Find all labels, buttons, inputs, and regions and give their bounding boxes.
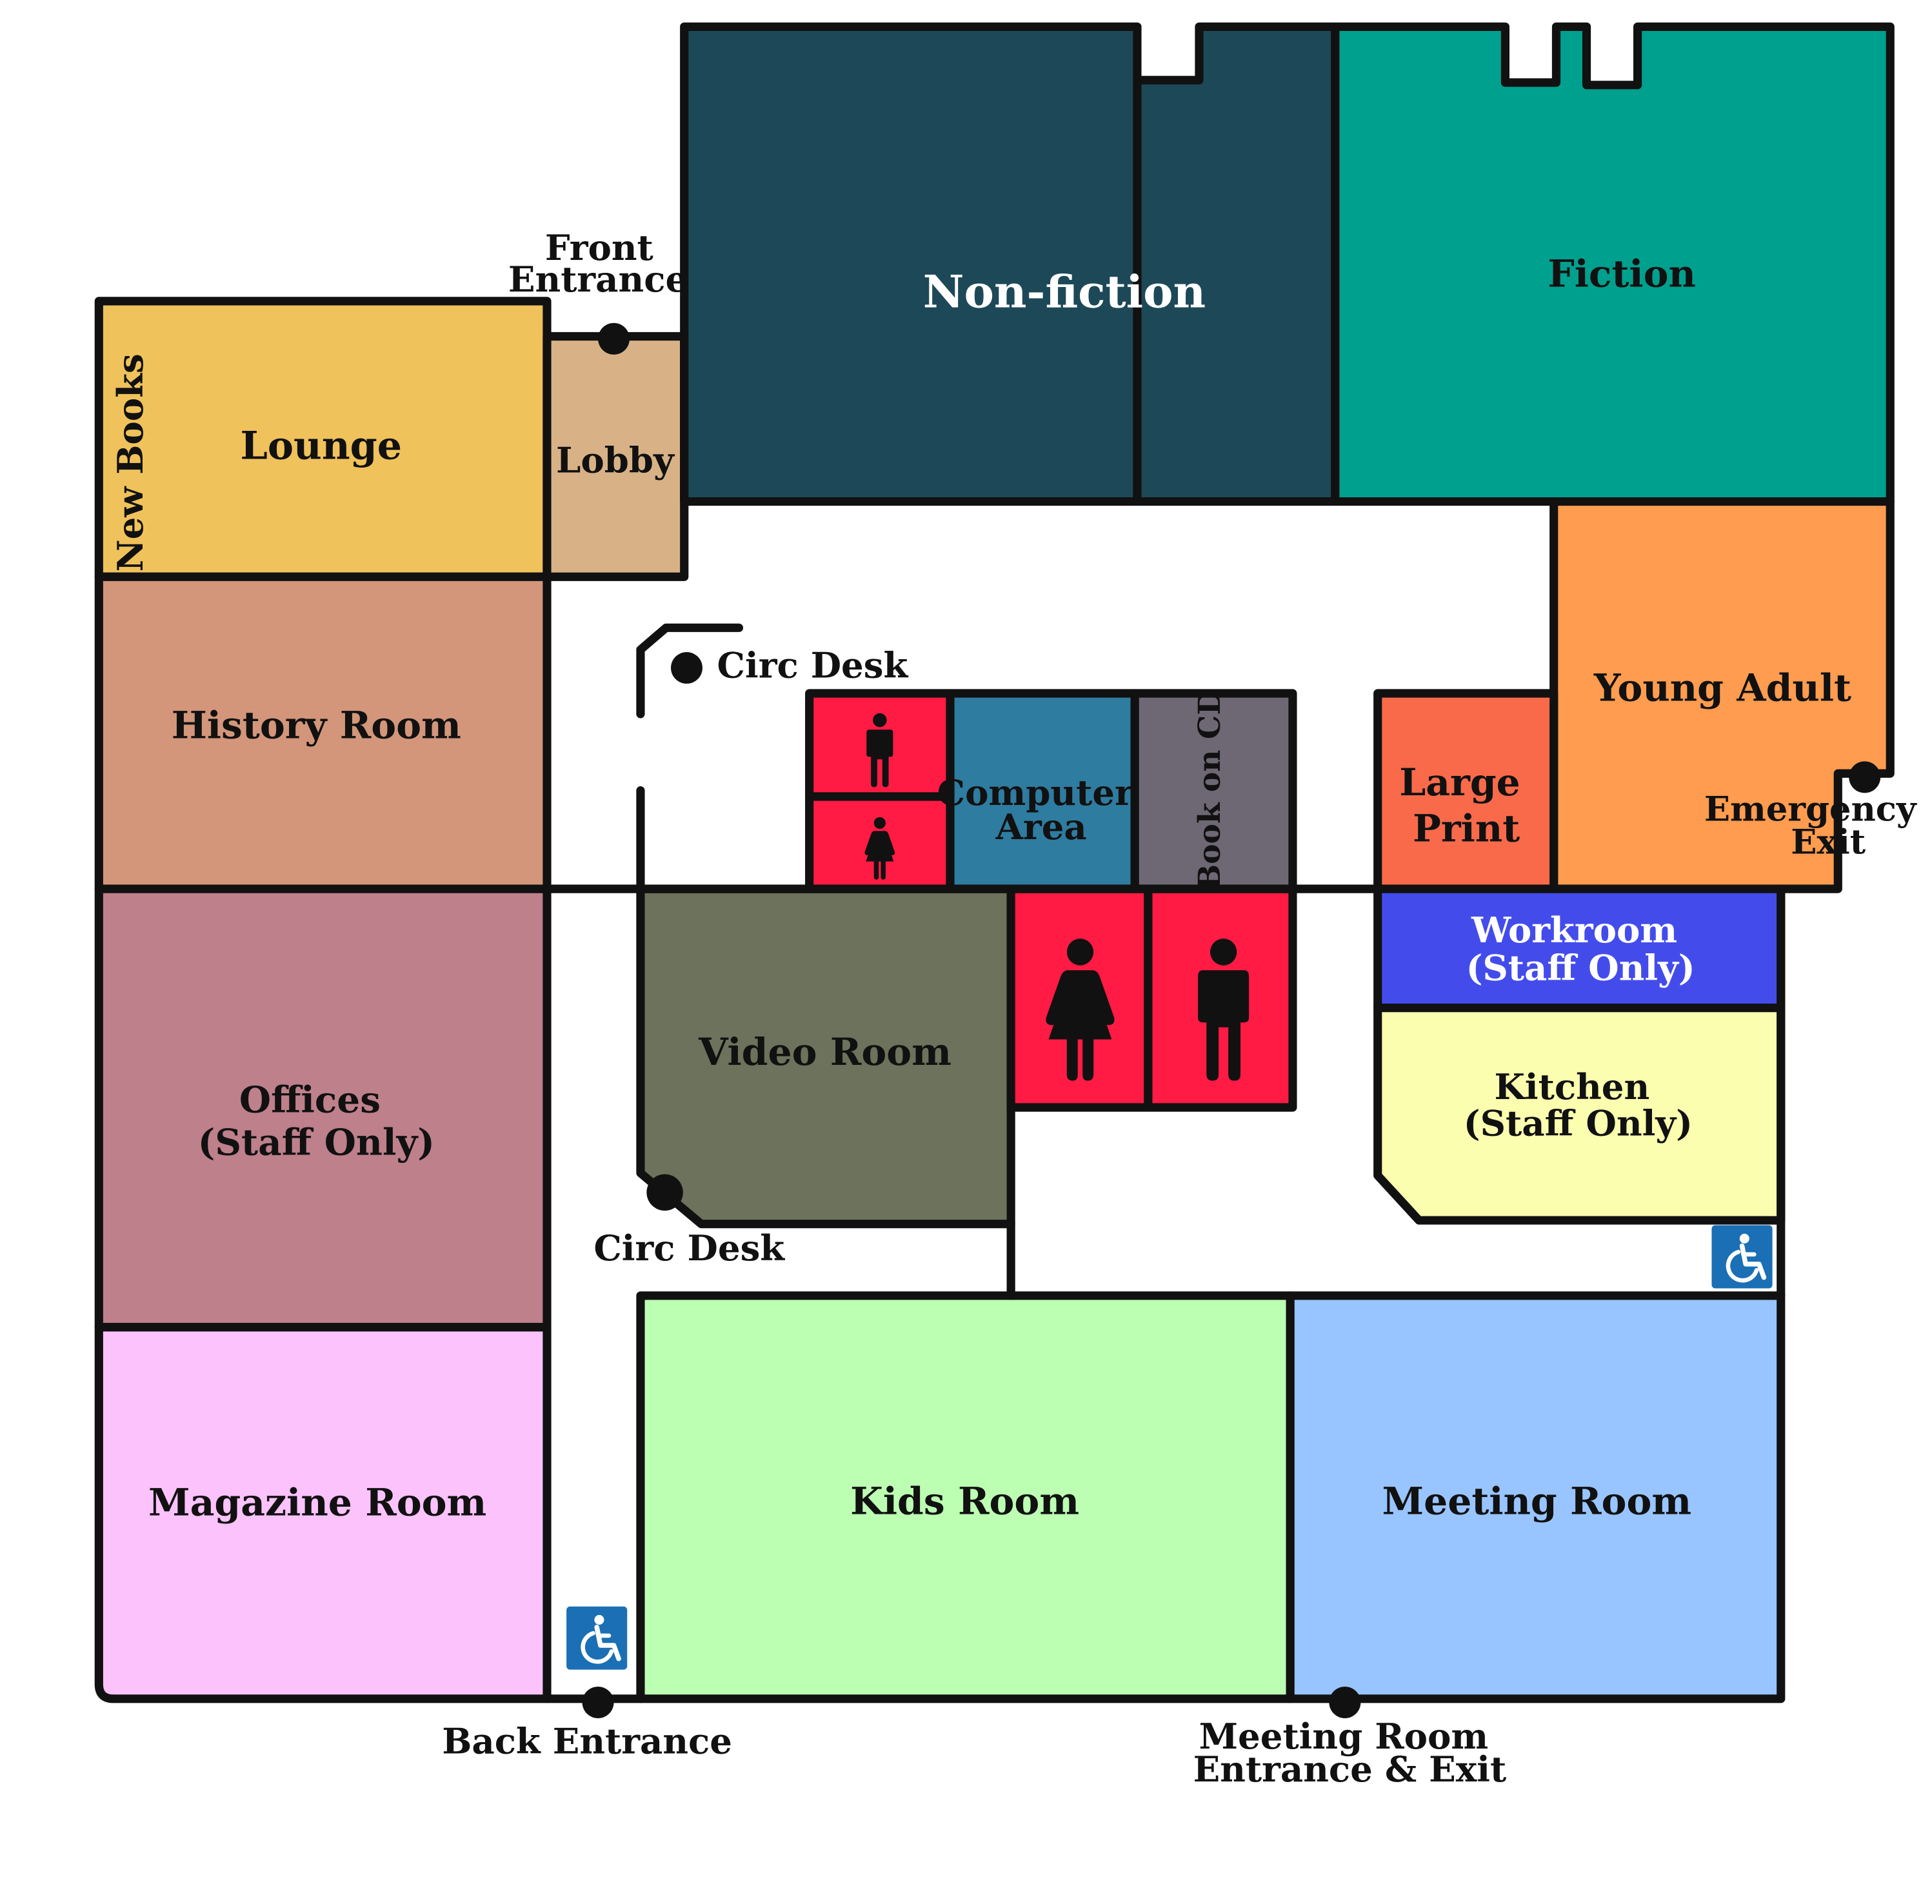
front-entrance-label: Front Entrance [508,227,688,300]
lounge-label: Lounge [241,423,403,469]
kitchen-room [1373,1004,1786,1225]
non-fiction-room [680,22,1340,506]
large-print-label-line-2: Print [1413,806,1520,851]
kitchen-label-line-2: (Staff Only) [1464,1102,1693,1144]
lounge-room [94,297,552,581]
offices-label-line-1: Offices [239,1079,381,1122]
meeting-room-entrance-label-line-2: Entrance & Exit [1193,1749,1507,1790]
circ-desk-bottom-marker [646,1174,683,1211]
large-print-label: Large Print [1399,760,1533,851]
kids-room [636,1291,1295,1703]
emergency-exit-label-line-2: Exit [1791,823,1866,862]
meeting-room-entrance-label-line-1: Meeting Room [1199,1716,1489,1757]
offices-label-line-2: (Staff Only) [198,1121,435,1164]
kitchen-label: Kitchen (Staff Only) [1464,1066,1693,1144]
book-on-cd-label: Book on CD [1192,689,1228,890]
offices-room [94,884,552,1332]
meeting-room-entrance-marker [1329,1687,1361,1718]
new-books-label: New Books [110,353,151,571]
offices-label: Offices (Staff Only) [198,1079,435,1164]
meeting-room-entrance-label: Meeting Room Entrance & Exit [1193,1716,1507,1790]
emergency-exit-label: Emergency Exit [1704,790,1928,862]
circ-desk-top-marker [671,651,702,684]
lobby-label: Lobby [556,439,675,481]
computer-area-label-line-2: Area [995,806,1087,848]
meeting-room [1286,1291,1786,1703]
front-entrance-marker [598,322,630,355]
front-entrance-label-line-1: Front [545,227,653,268]
magazine-room [94,1323,552,1703]
non-fiction-label: Non-fiction [923,266,1206,318]
emergency-exit-marker [1849,761,1881,793]
fiction-label: Fiction [1548,251,1696,295]
large-print-label-line-1: Large [1399,760,1520,804]
circ-desk-bottom-label: Circ Desk [593,1227,785,1269]
back-entrance-label: Back Entrance [442,1721,732,1762]
lobby-room [543,332,689,581]
workroom-label-line-2: (Staff Only) [1466,947,1695,988]
front-entrance-label-line-2: Entrance [508,259,688,300]
kitchen-label-line-1: Kitchen [1494,1066,1649,1107]
workroom-label-line-1: Workroom [1471,909,1677,951]
video-room-label: Video Room [698,1029,951,1074]
workroom-label: Workroom (Staff Only) [1466,909,1695,988]
large-print-room [1373,689,1559,893]
magazine-room-label: Magazine Room [148,1480,486,1525]
back-entrance-marker [582,1687,614,1718]
history-room-label: History Room [172,703,461,748]
emergency-exit-label-line-1: Emergency [1704,790,1917,829]
wheelchair-icon [1711,1225,1773,1289]
young-adult-label: Young Adult [1593,665,1851,709]
meeting-room-label: Meeting Room [1382,1479,1692,1523]
circ-desk-counter [636,623,744,719]
circ-desk-top-label: Circ Desk [717,645,909,686]
wheelchair-icon [566,1606,628,1670]
computer-area-label: Computer Area [937,772,1146,848]
kids-room-label: Kids Room [850,1479,1079,1523]
computer-area-label-line-1: Computer [937,772,1134,813]
